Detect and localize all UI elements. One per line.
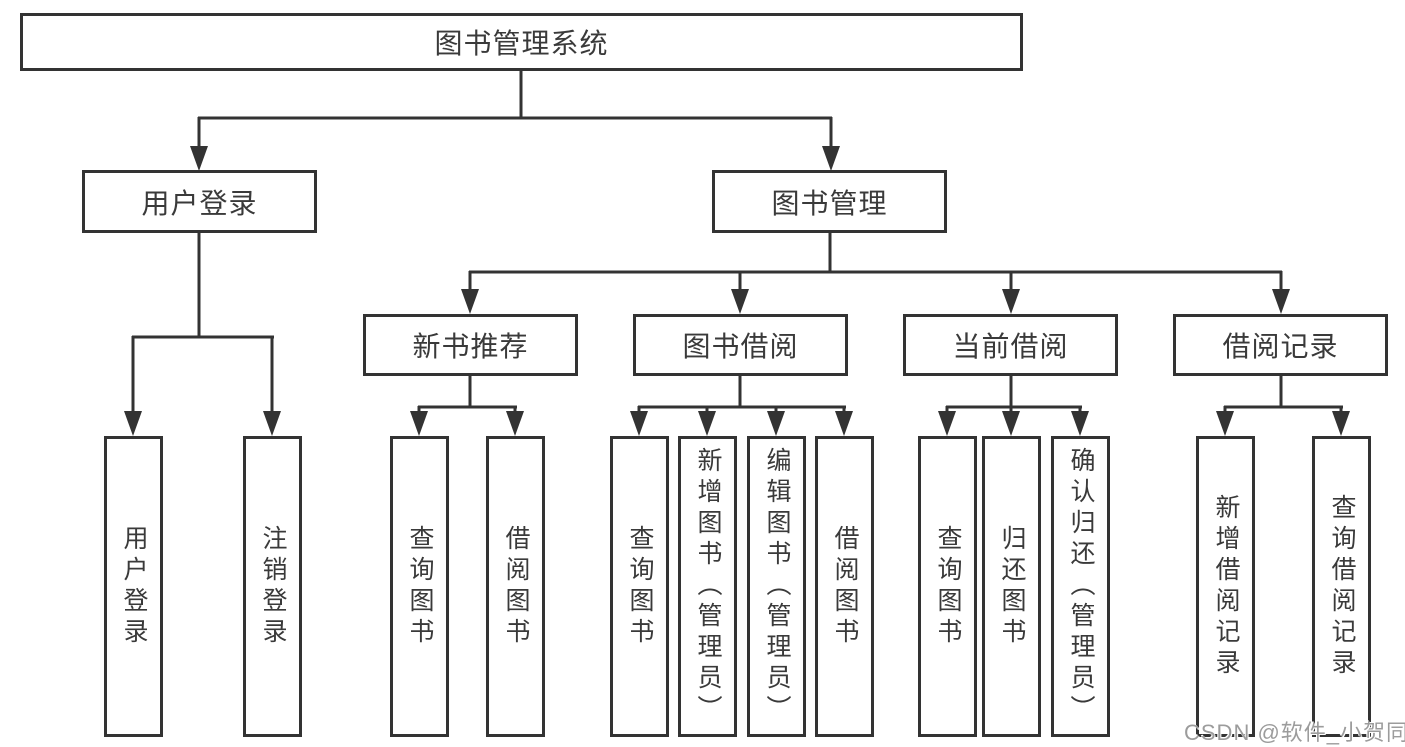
group0-connector — [417, 376, 517, 414]
leaf-logout: 注销登录 — [243, 436, 302, 737]
node-root-label: 图书管理系统 — [434, 28, 609, 59]
node-user-login-label: 用户登录 — [141, 187, 258, 219]
node-current-borrow: 当前借阅 — [903, 314, 1118, 376]
leaf-query-borrow-record-label: 查询借阅记录 — [1328, 493, 1356, 680]
leaf-query-book-3: 查询图书 — [918, 436, 977, 737]
node-book-borrow: 图书借阅 — [633, 314, 848, 376]
leaf-user-login: 用户登录 — [104, 436, 163, 737]
node-borrow-record: 借阅记录 — [1173, 314, 1388, 376]
leaf-confirm-return-admin: 确认归还（管理员） — [1051, 436, 1110, 737]
leaf-confirm-return-admin-label: 确认归还（管理员） — [1067, 447, 1095, 726]
leaf-query-borrow-record: 查询借阅记录 — [1312, 436, 1371, 737]
leaf-query-book-3-label: 查询图书 — [934, 524, 962, 649]
login-connector — [131, 233, 274, 414]
leaf-return-book-label: 归还图书 — [998, 524, 1026, 649]
root-connector — [197, 71, 833, 150]
group1-connector — [637, 376, 846, 414]
leaf-borrow-book-1-label: 借阅图书 — [502, 524, 530, 649]
leaf-query-book-1-label: 查询图书 — [406, 524, 434, 649]
arrowheads — [124, 146, 1350, 436]
leaf-borrow-book-2-label: 借阅图书 — [831, 524, 859, 649]
group2-connector — [945, 376, 1082, 414]
leaf-return-book: 归还图书 — [982, 436, 1041, 737]
node-book-management: 图书管理 — [712, 170, 947, 233]
mgmt-connector — [468, 233, 1283, 292]
leaf-add-book-admin-label: 新增图书（管理员） — [694, 447, 722, 726]
group3-connector — [1223, 376, 1343, 414]
leaf-logout-label: 注销登录 — [259, 524, 287, 649]
node-book-management-label: 图书管理 — [771, 187, 888, 219]
leaf-borrow-book-1: 借阅图书 — [486, 436, 545, 737]
node-user-login: 用户登录 — [82, 170, 317, 233]
leaf-add-book-admin: 新增图书（管理员） — [678, 436, 737, 737]
leaf-query-book-1: 查询图书 — [390, 436, 449, 737]
node-borrow-record-label: 借阅记录 — [1222, 331, 1339, 362]
node-current-borrow-label: 当前借阅 — [952, 331, 1069, 362]
leaf-add-borrow-record-label: 新增借阅记录 — [1212, 493, 1240, 680]
leaf-query-book-2: 查询图书 — [610, 436, 669, 737]
node-book-borrow-label: 图书借阅 — [682, 331, 799, 362]
leaf-user-login-label: 用户登录 — [120, 524, 148, 649]
leaf-query-book-2-label: 查询图书 — [626, 524, 654, 649]
node-new-book-recommend: 新书推荐 — [363, 314, 578, 376]
leaf-borrow-book-2: 借阅图书 — [815, 436, 874, 737]
csdn-watermark: CSDN @软件_小贺同学 — [1184, 720, 1405, 745]
leaf-edit-book-admin-label: 编辑图书（管理员） — [763, 447, 791, 726]
leaf-add-borrow-record: 新增借阅记录 — [1196, 436, 1255, 737]
leaf-edit-book-admin: 编辑图书（管理员） — [747, 436, 806, 737]
node-root-system: 图书管理系统 — [20, 13, 1023, 71]
node-new-book-recommend-label: 新书推荐 — [412, 331, 529, 362]
